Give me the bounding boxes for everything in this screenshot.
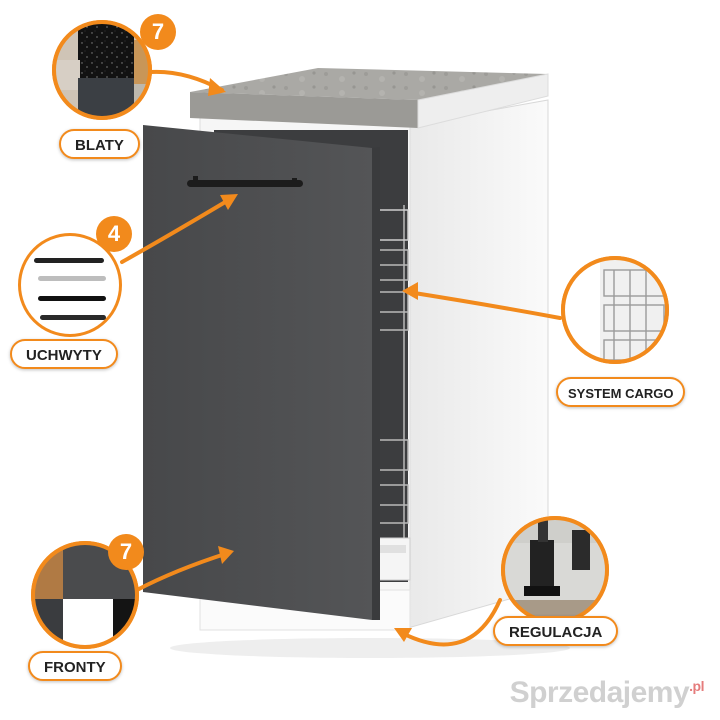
- arrow-cargo: [406, 290, 562, 320]
- uchwyty-handles: [34, 258, 106, 320]
- blaty-count-badge: 7: [140, 14, 176, 50]
- blaty-swatches: [54, 22, 150, 118]
- uchwyty-count-badge: 4: [96, 216, 132, 252]
- door-handle: [187, 180, 303, 187]
- arrow-uchwyty: [120, 196, 234, 264]
- countertop-front-edge: [190, 92, 418, 128]
- countertop-top: [190, 68, 548, 100]
- arrow-heads: [208, 78, 418, 642]
- cargo-drawer-lip: [376, 545, 406, 553]
- fronty-count-badge: 7: [108, 534, 144, 570]
- system-cargo-label: SYSTEM CARGO: [556, 377, 686, 407]
- floor-shadow: [170, 638, 570, 658]
- watermark-text: Sprzedajemy: [509, 676, 690, 709]
- blaty-label: BLATY: [59, 129, 140, 159]
- sprzedajemy-watermark: Sprzedajemy.pl: [509, 676, 705, 710]
- countertop-side-edge: [417, 73, 549, 129]
- fronty-label: FRONTY: [28, 651, 122, 681]
- callout-arrows: [120, 69, 562, 647]
- regulacja-label: REGULACJA: [493, 616, 619, 646]
- cabinet-door-edge: [372, 147, 380, 620]
- door-handle-foot-left: [193, 176, 198, 184]
- watermark-suffix: .pl: [689, 678, 704, 694]
- arrow-fronty: [135, 551, 230, 592]
- arrow-regulacja: [398, 598, 502, 647]
- cargo-photo: [563, 258, 667, 362]
- fronty-swatches: [33, 543, 137, 647]
- cabinet-door: [143, 125, 372, 620]
- uchwyty-label: UCHWYTY: [10, 339, 118, 369]
- door-handle-foot-right: [292, 178, 297, 186]
